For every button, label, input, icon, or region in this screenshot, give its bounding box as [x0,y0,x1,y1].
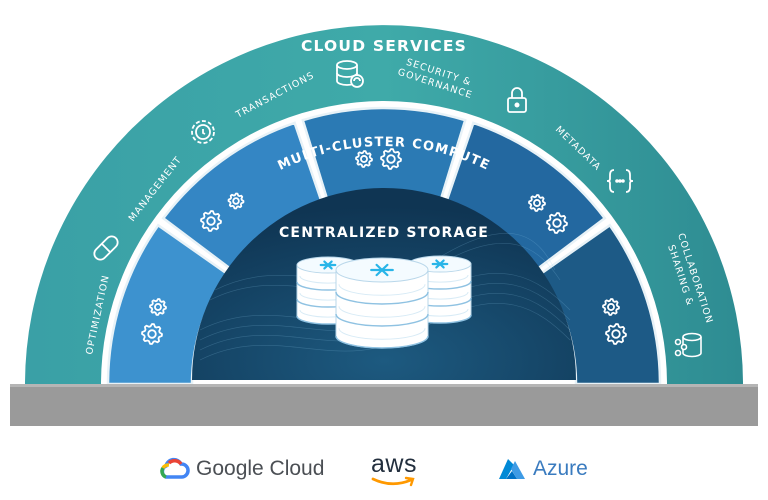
gear-icon [602,298,620,316]
gear-icon [546,212,568,234]
aws-smile-icon [371,476,415,487]
gear-icon [605,323,627,345]
lock-icon [507,87,527,113]
centralized-storage-title: CENTRALIZED STORAGE [279,225,489,241]
base-bar-highlight [10,384,758,387]
aws-logo: aws [370,452,418,492]
snowflake-icon [431,259,449,269]
google-cloud-icon [160,457,190,479]
aws-text: aws [371,450,417,478]
gear-icon [200,210,222,232]
gear-icon [149,298,167,316]
gear-icon [227,192,245,210]
gear-icon [380,148,402,170]
google-cloud-logo: Google Cloud [158,449,324,489]
share-database-icon [674,332,702,358]
gear-clock-icon [191,120,215,144]
base-platform-bar [10,384,758,426]
storage-stack-center [335,257,429,349]
braces-icon [606,169,634,193]
database-sync-icon [336,60,364,88]
cloud-services-title: CLOUD SERVICES [301,37,467,55]
snowflake-icon [319,260,337,270]
azure-text: Azure [533,457,588,480]
snowflake-icon [370,263,394,277]
gear-icon [355,150,373,168]
pill-icon [93,235,119,261]
azure-icon [499,459,525,479]
storage-stacks [296,255,472,349]
azure-logo: Azure [497,449,588,489]
google-cloud-text: Google Cloud [196,457,325,480]
gear-icon [141,323,163,345]
compute-gears [141,148,627,345]
cloud-services-arc [25,25,743,385]
gear-icon [528,194,546,212]
